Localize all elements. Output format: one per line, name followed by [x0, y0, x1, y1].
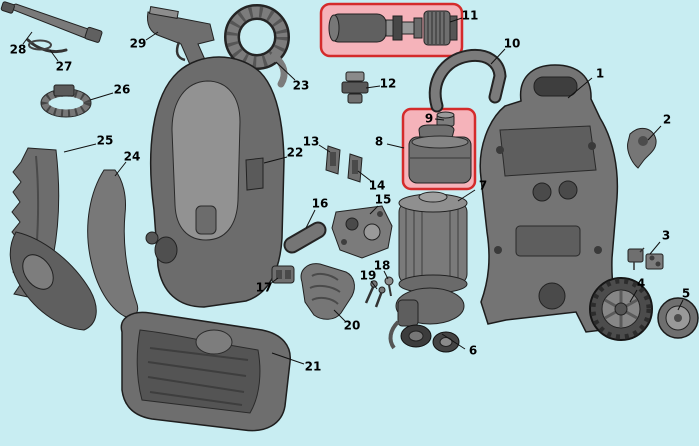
callout-number-24: 24	[124, 150, 141, 164]
leader-line-15	[369, 205, 379, 215]
leader-line-10	[490, 48, 506, 65]
part-13-clip	[325, 145, 341, 175]
callout-number-2: 2	[663, 113, 671, 127]
callout-number-11: 11	[462, 9, 479, 23]
part-11-pump-assembly	[328, 10, 458, 46]
part-10-carry-handle	[428, 48, 507, 113]
part-21-base-shell	[120, 311, 291, 432]
leader-line-3	[649, 241, 661, 255]
part-3-switch-parts	[627, 247, 664, 270]
leader-line-4	[629, 289, 638, 303]
part-4-wheel	[589, 277, 653, 341]
callout-number-16: 16	[312, 197, 329, 211]
part-14-clip	[347, 153, 363, 183]
part-9-cap	[436, 111, 455, 127]
part-7-motor	[398, 191, 468, 294]
part-22-body-shell	[145, 56, 285, 308]
part-1-rear-frame	[479, 64, 621, 333]
part-18-fitting	[384, 276, 394, 297]
leader-line-28	[22, 31, 33, 45]
part-23-hose-coil	[224, 4, 290, 88]
callout-number-22: 22	[287, 146, 304, 160]
callout-number-26: 26	[114, 83, 131, 97]
leader-line-24	[114, 161, 127, 177]
part-5-hubcap	[657, 297, 699, 339]
part-12-hose-connector	[341, 71, 369, 104]
leader-line-9	[434, 118, 445, 121]
part-26-hose-clamp	[40, 84, 92, 118]
part-29-spray-gun	[147, 6, 215, 68]
callout-number-28: 28	[10, 43, 27, 57]
callout-number-23: 23	[293, 79, 310, 93]
leader-line-13	[318, 144, 331, 153]
part-15-pump-mount	[331, 205, 393, 259]
leader-line-2	[647, 125, 662, 141]
part-16-tube	[283, 221, 327, 254]
leader-line-12	[365, 85, 381, 89]
leader-line-26	[89, 92, 114, 101]
callout-number-10: 10	[504, 37, 521, 51]
leader-line-21	[271, 352, 305, 365]
leader-line-5	[677, 299, 684, 311]
leader-line-25	[63, 143, 97, 153]
part-6-pump-block	[388, 287, 465, 353]
callout-number-13: 13	[303, 135, 320, 149]
leader-line-23	[275, 61, 296, 81]
callout-number-4: 4	[637, 277, 645, 291]
part-28-spray-lance	[0, 1, 103, 43]
leader-line-19	[370, 280, 378, 290]
part-20-cover-panel	[300, 263, 355, 320]
part-27-oring-hose	[26, 38, 68, 54]
callout-number-12: 12	[380, 77, 397, 91]
callout-number-7: 7	[479, 179, 487, 193]
leader-line-20	[333, 309, 346, 322]
callout-number-25: 25	[97, 134, 114, 148]
part-2-hook	[627, 127, 657, 169]
part-8-tank	[408, 124, 472, 184]
callout-number-19: 19	[360, 269, 377, 283]
callout-number-29: 29	[130, 37, 147, 51]
leader-line-17	[269, 277, 279, 285]
callout-number-6: 6	[469, 344, 477, 358]
part-19-screws	[364, 280, 386, 308]
callout-number-20: 20	[344, 319, 361, 333]
callout-number-17: 17	[256, 281, 273, 295]
callout-number-18: 18	[374, 259, 391, 273]
callout-number-5: 5	[682, 287, 690, 301]
leader-line-22	[263, 156, 288, 164]
leader-line-29	[145, 31, 159, 41]
callout-number-15: 15	[375, 193, 392, 207]
callout-layer: 1234567891011121314151617181920212223242…	[10, 9, 691, 374]
callout-number-3: 3	[662, 229, 670, 243]
leader-line-18	[383, 270, 389, 280]
leader-line-7	[457, 189, 476, 202]
leader-line-6	[441, 333, 466, 350]
callout-number-27: 27	[56, 60, 73, 74]
callout-number-21: 21	[305, 360, 322, 374]
callout-number-14: 14	[369, 179, 386, 193]
leader-line-1	[567, 77, 593, 99]
leader-line-8	[386, 143, 405, 149]
part-24-handle-arm	[9, 169, 139, 331]
leader-line-16	[305, 209, 316, 229]
callout-number-1: 1	[596, 67, 604, 81]
callout-number-8: 8	[375, 135, 383, 149]
leader-line-14	[357, 170, 372, 182]
leader-line-27	[49, 49, 59, 62]
leader-line-11	[449, 17, 463, 23]
callout-number-9: 9	[425, 112, 433, 126]
